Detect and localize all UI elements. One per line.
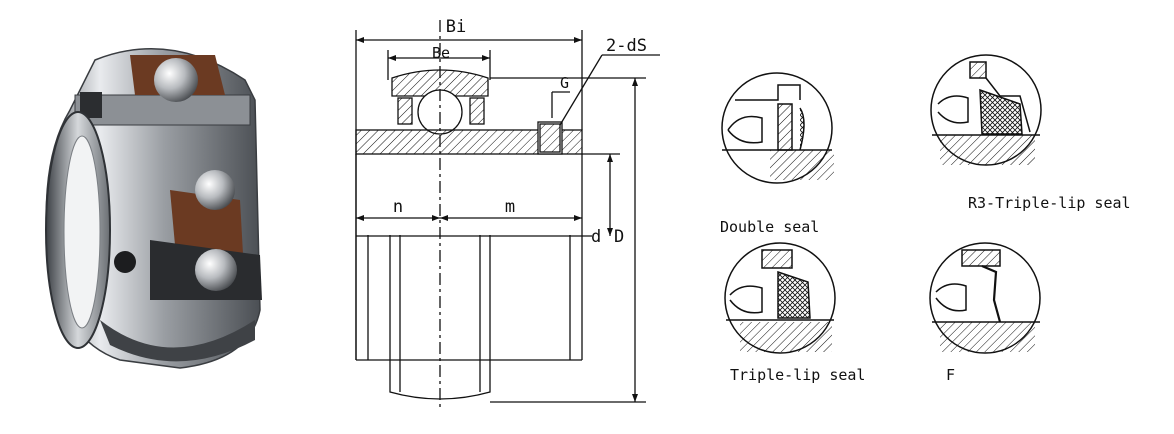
dim-bi: Bi (446, 17, 466, 37)
label-f-seal: F (946, 366, 956, 384)
dim-g: G (560, 74, 569, 92)
seal-detail-double (721, 72, 834, 184)
label-triple-lip-seal: Triple-lip seal (730, 366, 866, 384)
seal-detail-triple-lip (724, 242, 836, 354)
seal-detail-r3-triple-lip (930, 54, 1042, 166)
dim-be: Be (432, 44, 450, 62)
seal-detail-f (929, 242, 1041, 354)
bearing-cutaway-image (0, 0, 300, 430)
seal-variants-svg (721, 54, 1042, 354)
dim-d: d (591, 227, 601, 247)
cross-section-svg: Bi Be 2-dS G n m d D (355, 17, 660, 410)
dim-n: n (393, 197, 403, 217)
dim-m: m (505, 197, 515, 217)
label-r3-triple-lip-seal: R3-Triple-lip seal (968, 194, 1131, 212)
bearing-cross-section-drawing: Bi Be 2-dS G n m d D (330, 0, 690, 430)
label-double-seal: Double seal (720, 218, 820, 236)
bearing-cutaway-illustration (45, 48, 262, 369)
dim-D: D (614, 227, 624, 247)
seal-variants-panel: Double seal R3-Triple-lip seal Triple-li… (700, 0, 1174, 430)
dim-ds: 2-dS (606, 36, 647, 56)
